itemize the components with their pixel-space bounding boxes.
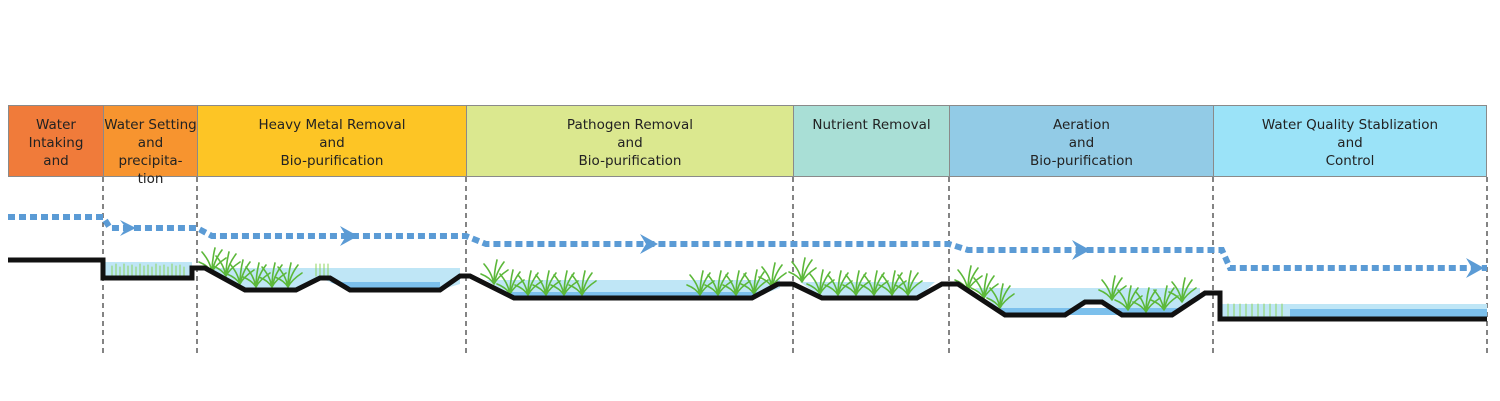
dashed-flow-arrow <box>8 214 1487 271</box>
stage-aeration: Aeration and Bio-purification <box>949 105 1213 177</box>
stage-label: Heavy Metal Removal and Bio-purification <box>258 117 406 169</box>
stage-water-intaking: Water Intaking and <box>8 105 103 177</box>
ground-profile <box>8 257 1487 322</box>
reed-grass-icon <box>111 247 1283 317</box>
stage-nutrient-removal: Nutrient Removal <box>793 105 949 177</box>
stage-water-setting: Water Setting and precipita- tion <box>103 105 197 187</box>
stage-label: Pathogen Removal and Bio-purification <box>566 117 694 169</box>
stage-water-quality: Water Quality Stablization and Control <box>1213 105 1487 177</box>
flow-chevron-icon <box>640 234 658 254</box>
flow-chevron-icon <box>1466 258 1484 278</box>
stage-label: Nutrient Removal <box>812 117 931 133</box>
water-nutrient-pond <box>800 282 935 298</box>
stage-heavy-metal-removal: Heavy Metal Removal and Bio-purification <box>197 105 466 177</box>
stage-label: Water Intaking and <box>28 117 84 169</box>
flow-chevron-icon <box>340 226 358 246</box>
stage-label: Aeration and Bio-purification <box>1030 117 1133 169</box>
flow-chevrons <box>120 220 1484 278</box>
water-quality-deep <box>1290 309 1487 319</box>
stage-label: Water Quality Stablization and Control <box>1261 117 1439 169</box>
stage-label: Water Setting and precipita- tion <box>104 117 197 187</box>
stage-pathogen-removal: Pathogen Removal and Bio-purification <box>466 105 793 177</box>
flow-chevron-icon <box>1072 240 1090 260</box>
flow-chevron-icon <box>120 220 136 236</box>
